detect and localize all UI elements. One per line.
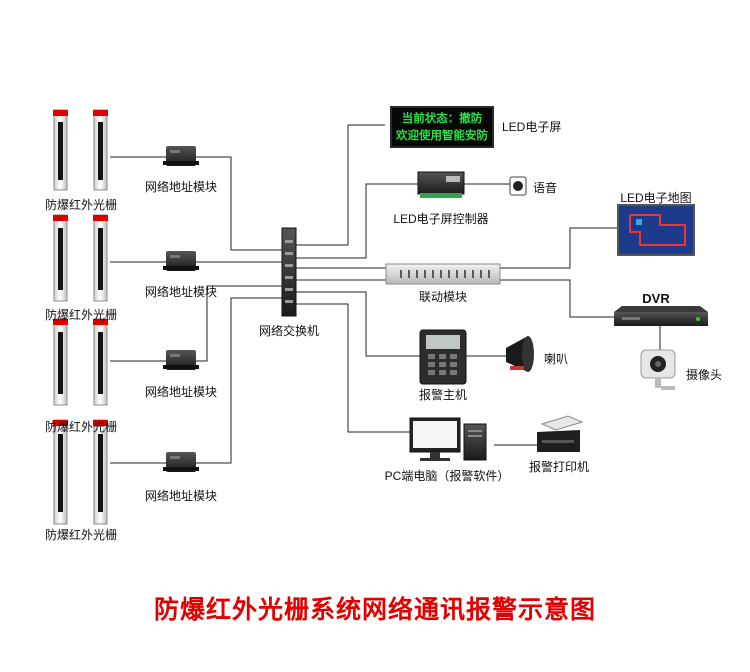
- switch-label: 网络交换机: [258, 324, 320, 338]
- led-controller-icon: [417, 171, 465, 198]
- connection-lines: [110, 124, 661, 464]
- address-module-label-1: 网络地址模块: [144, 180, 218, 194]
- address-module-label-3: 网络地址模块: [144, 385, 218, 399]
- address-module-label-2: 网络地址模块: [144, 285, 218, 299]
- dvr-label: DVR: [642, 291, 670, 306]
- camera-icon: [640, 349, 676, 390]
- horn-icon: [506, 336, 534, 372]
- printer-label: 报警打印机: [528, 460, 590, 474]
- address-module-label-4: 网络地址模块: [144, 489, 218, 503]
- led-screen-display: 当前状态：撤防 欢迎使用智能安防: [390, 106, 494, 148]
- pc-label: PC端电脑（报警软件）: [384, 469, 510, 483]
- led-text-line-1: 当前状态：撤防: [401, 113, 483, 125]
- voice-label: 语音: [533, 181, 558, 195]
- alarm-host-icon: [419, 329, 467, 385]
- address-module-icons: [163, 146, 199, 472]
- barrier-label-3: 防爆红外光栅: [44, 420, 118, 434]
- voice-speaker-icon: [509, 176, 527, 196]
- led-screen-label: LED电子屏: [502, 120, 562, 134]
- dvr-icon: [614, 306, 708, 326]
- led-map-icon: [617, 204, 695, 256]
- barrier-pole-row-3: [53, 318, 108, 406]
- led-controller-label: LED电子屏控制器: [393, 212, 489, 226]
- linkage-module-icon: [385, 263, 501, 285]
- alarm-host-label: 报警主机: [418, 388, 468, 402]
- barrier-pole-row-2: [53, 214, 108, 302]
- camera-label: 摄像头: [686, 368, 723, 382]
- horn-label: 喇叭: [544, 352, 569, 366]
- network-switch-icon: [281, 227, 297, 317]
- barrier-label-4: 防爆红外光栅: [44, 528, 118, 542]
- barrier-label-1: 防爆红外光栅: [44, 198, 118, 212]
- barrier-pole-row-4: [53, 419, 108, 525]
- barrier-label-2: 防爆红外光栅: [44, 308, 118, 322]
- diagram-title: 防爆红外光栅系统网络通讯报警示意图: [153, 595, 596, 624]
- pc-icon: [409, 417, 487, 461]
- barrier-pole-row-1: [53, 109, 108, 191]
- led-map-label: LED电子地图: [620, 191, 692, 205]
- printer-icon: [537, 415, 584, 452]
- linkage-module-label: 联动模块: [418, 290, 468, 304]
- led-text-line-2: 欢迎使用智能安防: [396, 130, 488, 142]
